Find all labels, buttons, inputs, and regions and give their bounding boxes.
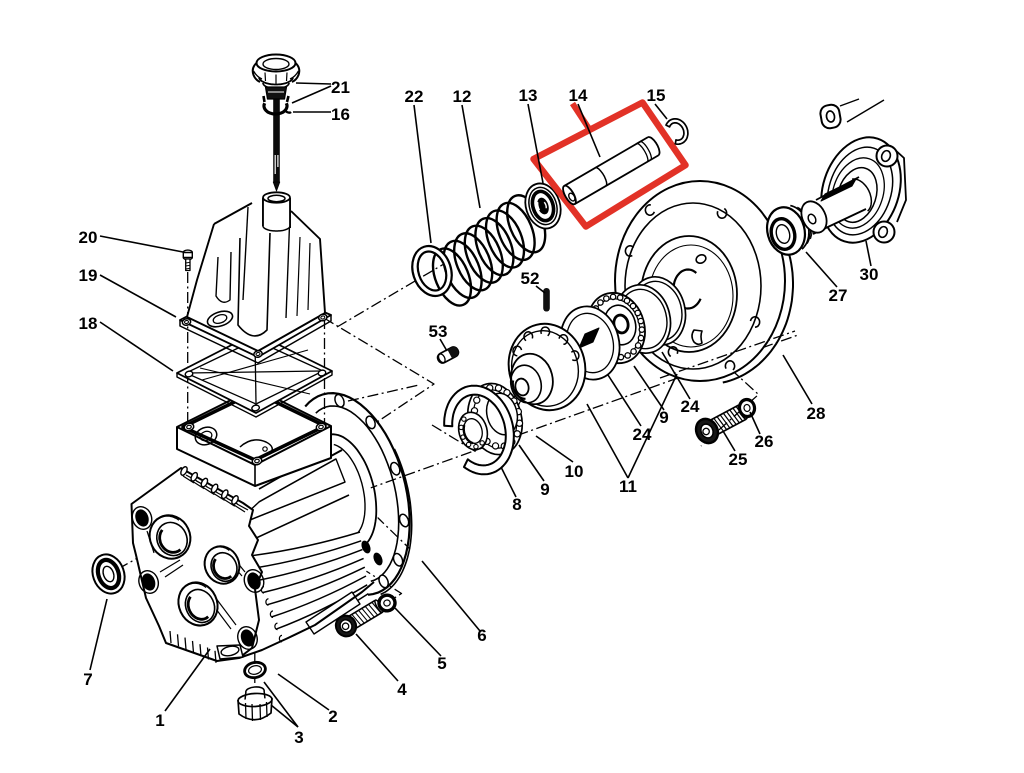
svg-text:21: 21 — [331, 78, 350, 97]
svg-text:9: 9 — [540, 480, 549, 499]
svg-text:9: 9 — [659, 408, 668, 427]
svg-text:27: 27 — [829, 286, 848, 305]
svg-text:15: 15 — [647, 86, 666, 105]
svg-text:12: 12 — [453, 87, 472, 106]
svg-text:5: 5 — [437, 654, 446, 673]
svg-text:53: 53 — [429, 322, 448, 341]
svg-text:18: 18 — [79, 314, 98, 333]
svg-text:52: 52 — [521, 269, 540, 288]
svg-text:19: 19 — [79, 266, 98, 285]
svg-text:14: 14 — [569, 86, 588, 105]
svg-text:7: 7 — [83, 670, 92, 689]
svg-text:16: 16 — [331, 105, 350, 124]
svg-text:20: 20 — [79, 228, 98, 247]
svg-text:25: 25 — [729, 450, 748, 469]
svg-text:8: 8 — [512, 495, 521, 514]
svg-text:30: 30 — [860, 265, 879, 284]
svg-text:22: 22 — [405, 87, 424, 106]
svg-text:13: 13 — [519, 86, 538, 105]
svg-text:3: 3 — [294, 728, 303, 747]
svg-text:2: 2 — [328, 707, 337, 726]
svg-text:24: 24 — [633, 425, 652, 444]
svg-text:6: 6 — [477, 626, 486, 645]
svg-text:10: 10 — [565, 462, 584, 481]
svg-text:26: 26 — [755, 432, 774, 451]
svg-text:4: 4 — [397, 680, 407, 699]
svg-text:28: 28 — [807, 404, 826, 423]
svg-text:24: 24 — [681, 397, 700, 416]
svg-text:1: 1 — [155, 711, 164, 730]
svg-text:11: 11 — [619, 477, 637, 496]
